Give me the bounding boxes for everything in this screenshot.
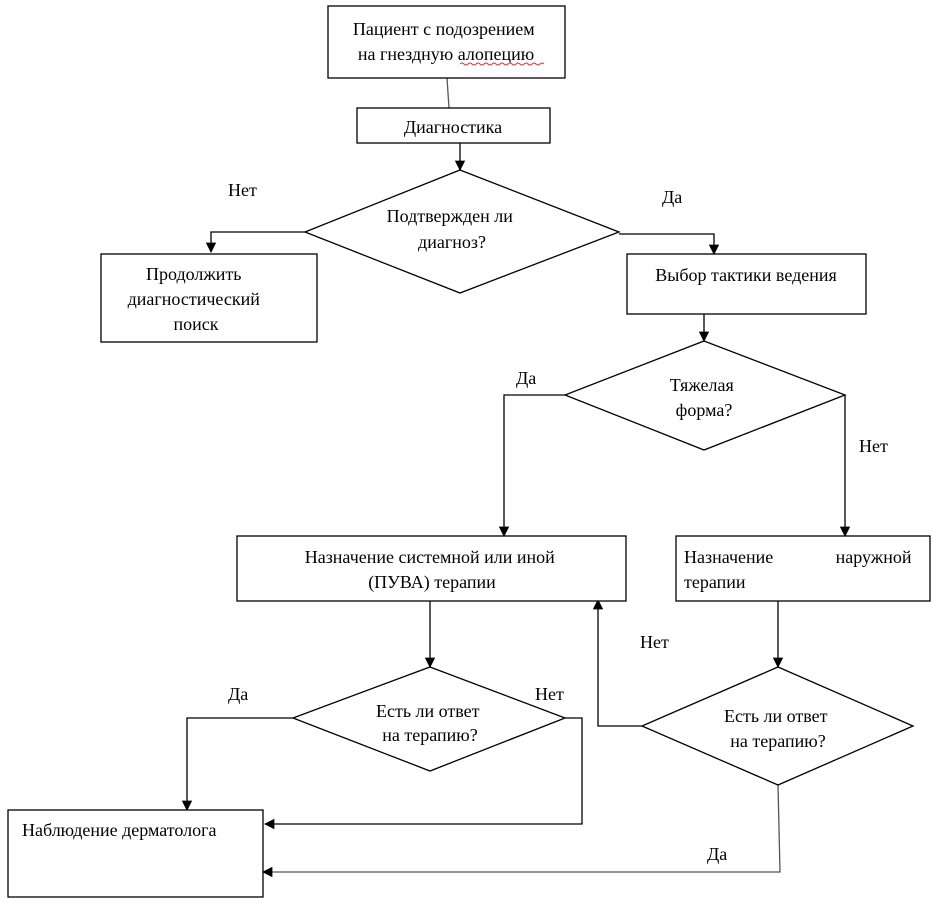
decision-severe-line-1: Тяжелая (670, 375, 734, 395)
edge-decision-no (205, 231, 305, 254)
label-resp-top-yes: Да (707, 844, 727, 864)
tactics-text: Выбор тактики ведения (655, 265, 837, 285)
label-severe-yes: Да (516, 368, 536, 388)
continue-search-box (100, 253, 318, 343)
edge-response-top-no (592, 598, 642, 727)
response-topical-line-1: Есть ли ответ (724, 706, 828, 726)
label-resp-sys-no: Нет (535, 684, 564, 704)
label-resp-top-no: Нет (640, 632, 669, 652)
observation-box (7, 809, 264, 898)
response-systemic-text: Есть ли ответ на терапию? (376, 701, 484, 745)
response-systemic-diamond (291, 666, 567, 772)
systemic-therapy-box (236, 535, 627, 602)
response-systemic-line-2: на терапию? (382, 725, 477, 745)
label-resp-sys-yes: Да (228, 684, 248, 704)
tactics-line-1: Выбор тактики ведения (655, 265, 837, 285)
response-topical-diamond (640, 666, 915, 786)
diagnostics-box (356, 107, 551, 144)
decision-severe-diamond (563, 340, 847, 451)
diagnostics-text: Диагностика (404, 117, 502, 137)
label-confirmed-no: Нет (228, 180, 257, 200)
decision-confirmed-diamond (303, 169, 621, 294)
edge-response-sys-yes (181, 717, 293, 812)
topical-therapy-box (675, 535, 931, 602)
topical-line-1a: Назначение (684, 547, 773, 567)
response-topical-text: Есть ли ответ на терапию? (724, 706, 832, 751)
continue-search-line-1: Продолжить (146, 264, 242, 284)
edge-response-sys-no (263, 717, 583, 830)
start-line-1: Пациент с подозрением (353, 19, 535, 39)
spellcheck-underline (459, 62, 545, 66)
continue-search-line-2: диагностический (128, 289, 261, 309)
decision-confirmed-line-1: Подтвержден ли (387, 206, 514, 226)
diagnostics-line-1: Диагностика (404, 117, 502, 137)
edge-decision-yes (619, 233, 720, 256)
continue-search-text: Продолжить диагностический поиск (128, 264, 265, 334)
tactics-box (626, 253, 867, 315)
topical-therapy-text: Назначение наружной терапии (684, 547, 916, 592)
topical-line-1b: наружной (836, 547, 912, 567)
response-topical-line-2: на терапию? (730, 731, 825, 751)
edge-response-top-yes (261, 784, 781, 878)
start-line-2: на гнездную алопецию (358, 44, 534, 64)
decision-severe-line-2: форма? (676, 400, 733, 420)
decision-confirmed-text: Подтвержден ли диагноз? (387, 206, 518, 252)
observation-line-1: Наблюдение дерматолога (22, 820, 217, 840)
label-confirmed-yes: Да (662, 187, 682, 207)
topical-line-2: терапии (684, 572, 746, 592)
systemic-line-2: (ПУВА) терапии (368, 572, 496, 593)
response-systemic-line-1: Есть ли ответ (376, 701, 480, 721)
systemic-line-1: Назначение системной или иной (305, 547, 555, 567)
edge-severe-yes (498, 394, 565, 538)
decision-severe-text: Тяжелая форма? (670, 375, 739, 420)
edge-start-diagnostics (446, 77, 450, 109)
start-text: Пациент с подозрением на гнездную алопец… (353, 19, 539, 64)
start-box (327, 5, 566, 79)
continue-search-line-3: поиск (174, 314, 219, 334)
systemic-therapy-text: Назначение системной или иной (ПУВА) тер… (305, 547, 560, 593)
observation-text: Наблюдение дерматолога (22, 820, 217, 840)
label-severe-no: Нет (859, 436, 888, 456)
decision-confirmed-line-2: диагноз? (418, 232, 486, 252)
